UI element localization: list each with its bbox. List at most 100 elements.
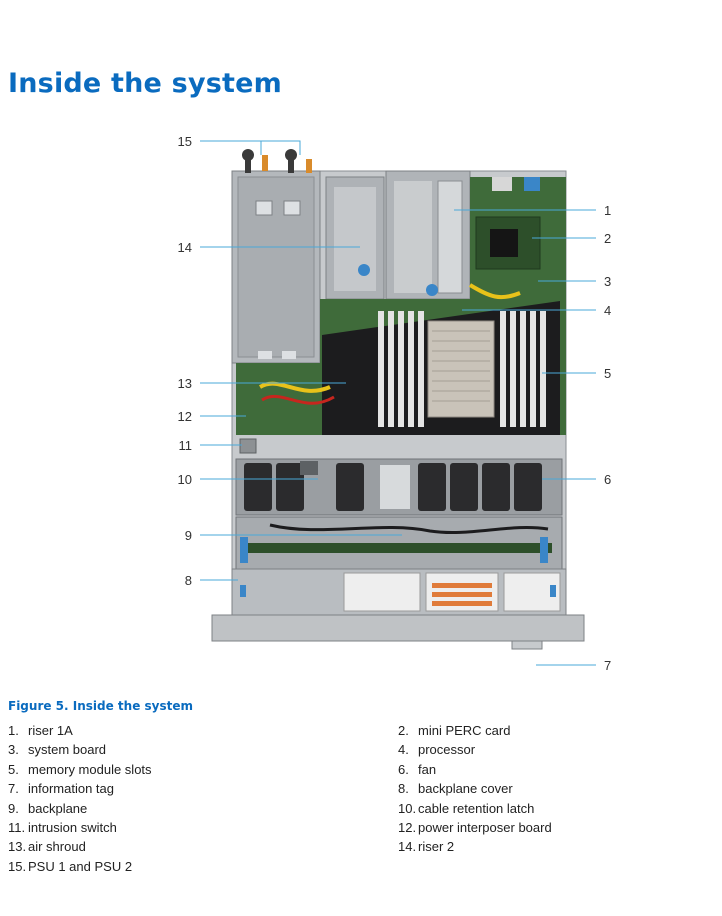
callout-11: 11: [179, 438, 193, 453]
memory-slots-left: [378, 311, 424, 427]
callout-1: 1: [604, 203, 611, 218]
riser-1a-bracket: [437, 180, 463, 294]
cover-touchpoint-left: [240, 585, 246, 597]
backplane-latch-right: [540, 537, 548, 563]
legend-item-label: riser 2: [418, 839, 455, 855]
legend-item-number: 5.: [8, 761, 19, 777]
callout-numbers: 15 14 13 12 11 10 9 8 1 2 3 4 5 6 7: [178, 134, 612, 673]
legend-item-number: 8.: [398, 781, 409, 797]
legend-item: 8. backplane cover: [398, 779, 708, 798]
legend-item: 14.riser 2: [398, 837, 708, 856]
backplane-cables: [269, 523, 549, 535]
legend-item: 9. backplane: [8, 799, 398, 818]
server-illustration: 15 14 13 12 11 10 9 8 1 2 3 4 5 6 7: [178, 134, 612, 673]
legend-item-label: cable retention latch: [418, 800, 535, 816]
legend-item: 1. riser 1A: [8, 721, 398, 740]
callout-3: 3: [604, 274, 611, 289]
memory-slots-right: [500, 311, 546, 427]
callout-2: 2: [604, 231, 611, 246]
callout-9: 9: [185, 528, 192, 543]
legend-item: 3. system board: [8, 740, 398, 759]
legend-item: 11.intrusion switch: [8, 818, 398, 837]
cable-retention-latch: [300, 461, 318, 475]
legend-item-label: riser 1A: [28, 723, 73, 738]
psu1-tab: [262, 155, 268, 171]
riser-1a-cage: [394, 181, 432, 293]
callout-7: 7: [604, 658, 611, 673]
psu-unit: [237, 176, 315, 358]
information-tag: [511, 640, 543, 650]
power-cable-red: [261, 394, 335, 405]
legend-item: 5. memory module slots: [8, 760, 398, 779]
psu2-tab: [306, 159, 312, 173]
callout-14: 14: [178, 240, 192, 255]
callout-4: 4: [604, 303, 611, 318]
psu1-latch-arm: [245, 155, 251, 173]
legend-item-number: 4.: [398, 742, 409, 758]
figure-caption: Figure 5. Inside the system: [8, 699, 194, 713]
legend-item-number: 11.: [8, 819, 26, 835]
mini-perc-chip: [490, 229, 518, 257]
legend-item: 10.cable retention latch: [398, 799, 708, 818]
psu-connector-left: [258, 351, 272, 359]
legend-item-label: PSU 1 and PSU 2: [28, 858, 133, 874]
legend-item: 7. information tag: [8, 779, 398, 798]
callout-5: 5: [604, 366, 611, 381]
riser-2-bracket: [334, 187, 376, 291]
callout-8: 8: [185, 573, 192, 588]
legend-item-number: 10.: [398, 800, 417, 816]
heatsink-fins: [432, 330, 490, 402]
psu2-latch-arm: [288, 155, 294, 173]
psu-handle-left: [255, 200, 273, 216]
legend-item-number: 1.: [8, 723, 19, 738]
cover-touchpoint-right: [550, 585, 556, 597]
psu-handle-right: [283, 200, 301, 216]
power-cable-yellow: [258, 381, 331, 393]
legend-item-label: fan: [418, 761, 437, 777]
legend-item-number: 15.: [8, 858, 27, 874]
fans: [244, 463, 542, 511]
service-label-1: [343, 572, 421, 612]
callout-lines: [200, 140, 596, 666]
legend-item-label: power interposer board: [418, 819, 552, 835]
legend-item-label: memory module slots: [28, 761, 152, 777]
riser-2-touchpoint: [358, 264, 370, 276]
legend-item-label: backplane: [28, 800, 88, 816]
legend-item-number: 9.: [8, 800, 19, 816]
legend-item: 12.power interposer board: [398, 818, 708, 837]
legend-item-label: intrusion switch: [28, 819, 117, 835]
legend-item: 6. fan: [398, 760, 708, 779]
legend-item: 2. mini PERC card: [398, 721, 708, 740]
fan-blank: [380, 465, 410, 509]
service-label-2-blocks: [432, 583, 492, 606]
legend-item: 15.PSU 1 and PSU 2: [8, 857, 398, 876]
legend-item: 13.air shroud: [8, 837, 398, 856]
legend-item-number: 6.: [398, 761, 409, 777]
rear-port-1: [492, 177, 512, 191]
intrusion-switch: [239, 438, 257, 454]
page-title: Inside the system: [8, 68, 282, 99]
processor-heatsink: [427, 320, 495, 418]
system-interior-figure: 15 14 13 12 11 10 9 8 1 2 3 4 5 6 7: [0, 125, 722, 690]
backplane: [246, 543, 552, 553]
legend-item-label: air shroud: [28, 839, 86, 855]
callout-6: 6: [604, 472, 611, 487]
legend-item-number: 7.: [8, 781, 19, 797]
callout-12: 12: [178, 409, 192, 424]
power-interposer-board: [236, 363, 320, 435]
rear-cable-yellow: [468, 283, 521, 300]
legend-item-label: processor: [418, 742, 476, 758]
legend-item-number: 3.: [8, 742, 19, 758]
riser-1a-touchpoint: [426, 284, 438, 296]
legend-item-number: 2.: [398, 723, 409, 738]
rear-port-2: [524, 177, 540, 191]
legend-item-number: 14.: [398, 839, 417, 855]
callout-13: 13: [178, 376, 192, 391]
legend-item-label: information tag: [28, 781, 114, 797]
legend-item-label: backplane cover: [418, 781, 513, 797]
legend-item-label: system board: [28, 742, 107, 758]
legend-item-number: 13.: [8, 839, 27, 855]
psu-connector-right: [282, 351, 296, 359]
legend-item: 4. processor: [398, 740, 708, 759]
legend-item-label: mini PERC card: [418, 723, 511, 738]
